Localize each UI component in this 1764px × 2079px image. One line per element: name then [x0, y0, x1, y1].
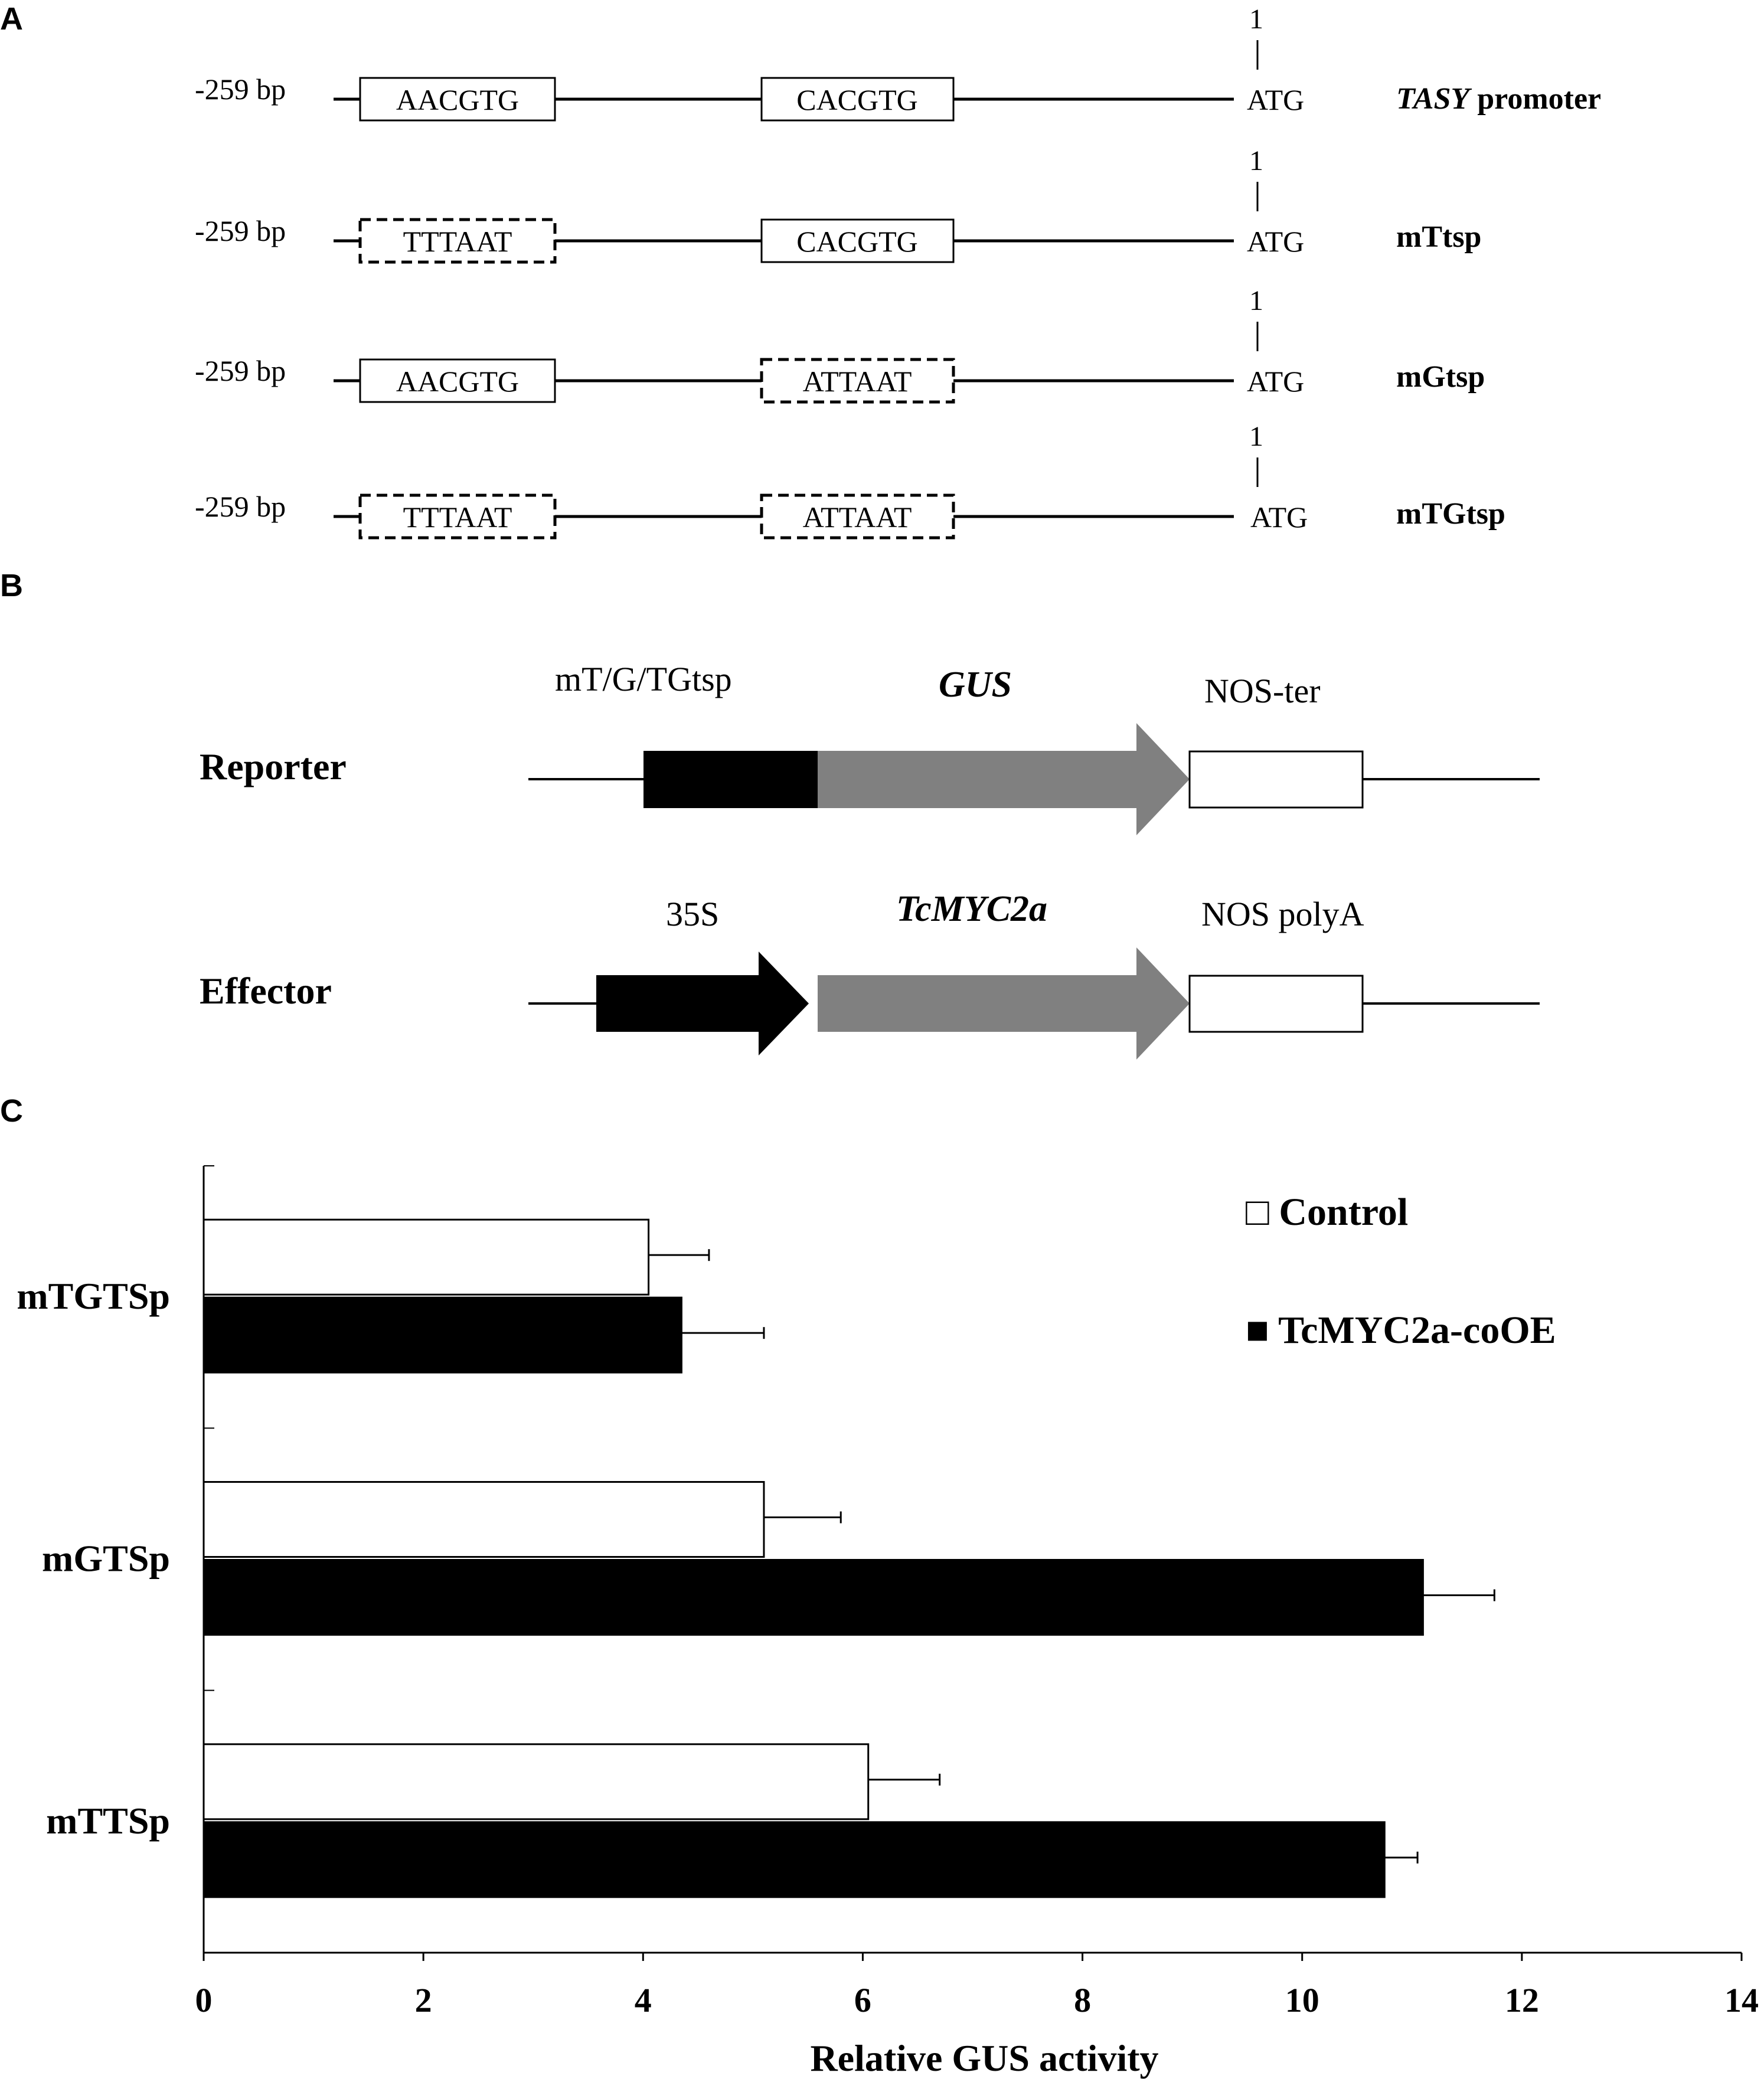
legend-marker: □: [1246, 1191, 1279, 1234]
reporter-promoter-block: [643, 751, 818, 808]
reporter-terminator-label: NOS-ter: [1204, 672, 1321, 710]
cis-element-2-label: ATTAAT: [803, 501, 912, 534]
legend-marker: ■: [1246, 1309, 1278, 1352]
cis-element-box-2: [760, 77, 955, 122]
panel-label-c: C: [0, 1093, 23, 1129]
35s-promoter-arrow: [596, 952, 809, 1055]
cis-element-1-label: TTTAAT: [403, 225, 512, 258]
tss-number: 1: [1249, 285, 1263, 316]
tcmyc2a-gene-arrow: [818, 947, 1190, 1060]
legend-label: Control: [1279, 1191, 1408, 1234]
effector-terminator-label: NOS polyA: [1201, 895, 1364, 933]
cis-element-2-label: ATTAAT: [803, 365, 912, 398]
panel-label-b: B: [0, 568, 23, 603]
category-label-mTGTSp: mTGTSp: [17, 1275, 170, 1317]
category-label-mTTSp: mTTSp: [46, 1800, 170, 1842]
bar-Control-mTGTSp: [202, 1218, 650, 1296]
gus-gene-arrow: [818, 723, 1190, 835]
tss-number: 1: [1249, 4, 1263, 35]
start-codon: ATG: [1247, 225, 1304, 258]
position-label: -259 bp: [195, 354, 286, 387]
construct-name: TASY promoter: [1396, 82, 1601, 116]
cis-element-1-label: TTTAAT: [403, 501, 512, 534]
promoter-row-mgtsp: -259 bp AACGTG ATTAAT 1 ATG mGtsp: [195, 285, 1485, 404]
start-codon: ATG: [1247, 83, 1304, 116]
promoter-row-mttsp: -259 bp TTTAAT CACGTG 1 ATG mTtsp: [195, 145, 1481, 264]
start-codon: ATG: [1247, 365, 1304, 398]
legend-label: TcMYC2a-coOE: [1278, 1309, 1556, 1352]
construct-name: mTGtsp: [1396, 497, 1505, 531]
cis-element-box-2-mutated: [760, 493, 955, 540]
bar-TcMYC2a-coOE-mTTSp: [202, 1821, 1386, 1898]
nos-terminator-box: [1188, 750, 1364, 809]
tss-number: 1: [1249, 145, 1263, 176]
x-tick-label-12: 12: [1505, 1981, 1539, 2019]
reporter-label: Reporter: [200, 746, 347, 787]
x-tick-label-0: 0: [195, 1981, 213, 2019]
cis-element-box-1-mutated: [358, 493, 557, 540]
effector-gene-label: TcMYC2a: [896, 889, 1047, 929]
construct-name: mGtsp: [1396, 360, 1485, 394]
cis-element-box-1: [359, 358, 556, 403]
x-tick-label-14: 14: [1724, 1981, 1759, 2019]
promoter-row-mtgtsp: -259 bp TTTAAT ATTAAT 1 ATG mTGtsp: [195, 421, 1505, 540]
promoter-row-wild-type: -259 bp AACGTG CACGTG 1 ATG TASY promote…: [195, 4, 1601, 122]
panel-a-promoter-maps: -259 bp AACGTG CACGTG 1 ATG TASY promote…: [195, 4, 1601, 540]
effector-label: Effector: [200, 970, 332, 1012]
cis-element-2-label: CACGTG: [796, 83, 918, 116]
x-tick-label-8: 8: [1074, 1981, 1091, 2019]
bar-TcMYC2a-coOE-mTGTSp: [202, 1296, 682, 1374]
bar-Control-mTTSp: [202, 1743, 870, 1820]
x-tick-label-2: 2: [415, 1981, 432, 2019]
cis-element-box-2: [760, 218, 955, 263]
position-label: -259 bp: [195, 73, 286, 106]
cis-element-box-1-mutated: [358, 218, 557, 264]
cis-element-1-label: AACGTG: [396, 83, 519, 116]
legend-entry-Control: □ Control: [1246, 1191, 1408, 1234]
position-label: -259 bp: [195, 214, 286, 247]
cis-element-box-1: [359, 77, 556, 122]
cis-element-box-2-mutated: [760, 358, 955, 404]
bar-Control-mGTSp: [202, 1481, 765, 1558]
nos-polya-box: [1188, 975, 1364, 1033]
cis-element-2-label: CACGTG: [796, 225, 918, 258]
bar-TcMYC2a-coOE-mGTSp: [202, 1559, 1424, 1636]
x-tick-label-6: 6: [854, 1981, 871, 2019]
cis-element-1-label: AACGTG: [396, 365, 519, 398]
position-label: -259 bp: [195, 490, 286, 523]
start-codon: ATG: [1250, 501, 1308, 534]
reporter-gene-label: GUS: [939, 665, 1012, 705]
panel-b-constructs: Reporter mT/G/TGtsp GUS NOS-ter Effector…: [200, 660, 1540, 1060]
effector-promoter-label: 35S: [666, 895, 719, 933]
tss-number: 1: [1249, 421, 1263, 452]
construct-name: mTtsp: [1396, 220, 1481, 254]
x-tick-label-4: 4: [635, 1981, 652, 2019]
category-label-mGTSp: mGTSp: [42, 1538, 170, 1580]
x-axis-title: Relative GUS activity: [810, 2037, 1158, 2079]
panel-label-a: A: [0, 1, 23, 37]
x-tick-label-10: 10: [1285, 1981, 1319, 2019]
reporter-promoter-label: mT/G/TGtsp: [555, 660, 732, 698]
legend-entry-TcMYC2a-coOE: ■ TcMYC2a-coOE: [1246, 1309, 1556, 1352]
